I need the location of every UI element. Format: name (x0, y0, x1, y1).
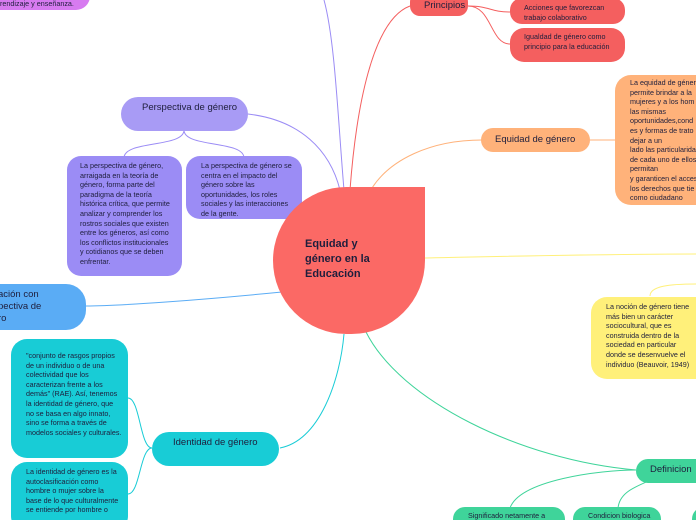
principios-child-colaborativo[interactable]: Acciones que favorezcan trabajo colabora… (510, 0, 625, 24)
link-definicion (365, 331, 637, 471)
definicion-child-condicion[interactable]: Condicion biologica (573, 507, 661, 520)
central-topic-node[interactable]: Equidad y género en la Educación (273, 187, 425, 334)
link-perspectiva-right (183, 129, 245, 159)
educacion-line-3: ro (0, 313, 7, 324)
link-yellow-line (424, 253, 696, 259)
identidad-card2-text: La identidad de género es la autoclasifi… (26, 467, 119, 515)
perspectiva-card-right[interactable]: La perspectiva de género se centra en el… (186, 156, 302, 219)
principios-child-igualdad[interactable]: Igualdad de género como principio para l… (510, 28, 625, 62)
equidad-line-12: los derechos que tie (630, 183, 695, 193)
equidad-line-2: permite brindar a la (630, 87, 692, 97)
link-definicion-child2 (617, 479, 651, 509)
identidad-card-2[interactable]: La identidad de género es la autoclasifi… (11, 462, 128, 520)
equidad-line-7: dejar a un (630, 135, 662, 145)
equidad-card[interactable]: La equidad de géner permite brindar a la… (615, 75, 696, 205)
identidad-node[interactable]: Identidad de género (152, 432, 279, 466)
identidad-card-1[interactable]: "conjunto de rasgos propios de un indivi… (11, 339, 128, 458)
link-identidad-card2 (127, 447, 153, 495)
perspectiva-label: Perspectiva de género (142, 102, 238, 113)
equidad-line-3: mujeres y a los hom (630, 97, 695, 107)
link-principios (349, 5, 411, 191)
definicion-child1-text: Significado netamente a (468, 511, 546, 520)
perspectiva-left-text: La perspectiva de género, arraigada en l… (80, 161, 170, 266)
fragment-node-top-left[interactable]: rendizaje y enseñanza. (0, 0, 90, 10)
principios-label: Principios (424, 0, 466, 11)
definicion-child-significado[interactable]: Significado netamente a (453, 507, 565, 520)
link-equidad (371, 139, 483, 189)
definicion-child2-text: Condicion biologica (588, 511, 651, 520)
principios-child-text-2: Igualdad de género como principio para l… (524, 32, 610, 51)
definicion-child-partial[interactable] (692, 507, 696, 520)
link-principios-child2 (467, 5, 511, 45)
link-nocion (649, 283, 696, 297)
equidad-line-9: de cada uno de ellos (630, 154, 696, 164)
identidad-card1-text: "conjunto de rasgos propios de un indivi… (26, 351, 122, 437)
nocion-text: La noción de género tiene más bien un ca… (606, 302, 690, 369)
equidad-line-10: permitan (630, 164, 658, 174)
link-definicion-child1 (509, 469, 637, 509)
equidad-line-5: oportunidades,cond (630, 116, 694, 126)
equidad-line-4: las mismas (630, 106, 666, 116)
link-identidad-card1 (127, 397, 153, 449)
perspectiva-card-left[interactable]: La perspectiva de género, arraigada en l… (67, 156, 182, 276)
equidad-label: Equidad de género (495, 134, 576, 145)
link-identidad (279, 333, 345, 449)
link-perspectiva-left (123, 129, 185, 159)
equidad-line-1: La equidad de géner (630, 78, 696, 87)
perspectiva-right-text: La perspectiva de género se centra en el… (201, 161, 292, 218)
principios-child-text-1: Acciones que favorezcan trabajo colabora… (524, 3, 605, 22)
perspectiva-node[interactable]: Perspectiva de género (121, 97, 248, 131)
equidad-node[interactable]: Equidad de género (481, 128, 590, 152)
central-line-1: Equidad y (305, 238, 358, 250)
nocion-genero-card[interactable]: La noción de género tiene más bien un ca… (591, 297, 696, 379)
definicion-node[interactable]: Definicion (636, 459, 696, 483)
equidad-line-11: y garanticen el acces (630, 173, 696, 183)
definicion-label: Definicion (650, 464, 692, 475)
equidad-line-6: es y formas de trato (630, 125, 694, 135)
central-line-2: género en la (305, 253, 370, 265)
principios-node[interactable]: Principios (410, 0, 468, 16)
educacion-line-2: pectiva de (0, 301, 42, 312)
fragment-text: rendizaje y enseñanza. (0, 0, 74, 8)
link-perspectiva (247, 113, 341, 191)
educacion-line-1: ación con (0, 289, 39, 300)
central-line-3: Educación (305, 268, 361, 280)
identidad-label: Identidad de género (173, 437, 258, 448)
equidad-line-13: como ciudadano (630, 193, 683, 203)
link-top-purple (323, 0, 345, 191)
educacion-perspectiva-node[interactable]: ación con pectiva de ro (0, 284, 86, 330)
link-educacion (85, 291, 283, 307)
equidad-line-8: lado las particularida (630, 145, 696, 155)
